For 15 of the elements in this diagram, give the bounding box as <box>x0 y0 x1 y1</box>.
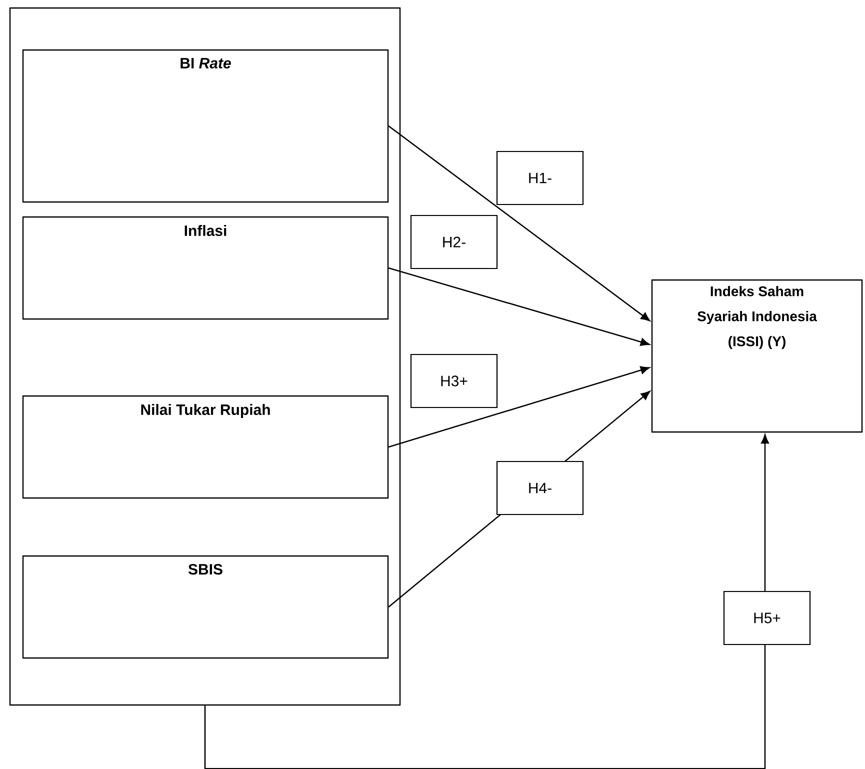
arrow <box>388 267 650 346</box>
variable-box: SBIS <box>22 555 389 659</box>
variable-box: Inflasi <box>22 216 389 320</box>
edge-label: H3+ <box>410 354 498 408</box>
variable-box: BI Rate <box>22 49 389 203</box>
variable-box: Indeks Saham Syariah Indonesia (ISSI) (Y) <box>651 279 863 433</box>
group-box <box>9 7 401 706</box>
edge-label: H2- <box>410 214 498 270</box>
arrow <box>388 125 650 322</box>
variable-box: Nilai Tukar Rupiah <box>22 395 389 499</box>
edge-label: H4- <box>496 460 584 516</box>
edge-label: H5+ <box>723 590 811 646</box>
arrow <box>204 434 769 769</box>
edge-label: H1- <box>496 150 584 206</box>
arrow <box>388 366 650 448</box>
